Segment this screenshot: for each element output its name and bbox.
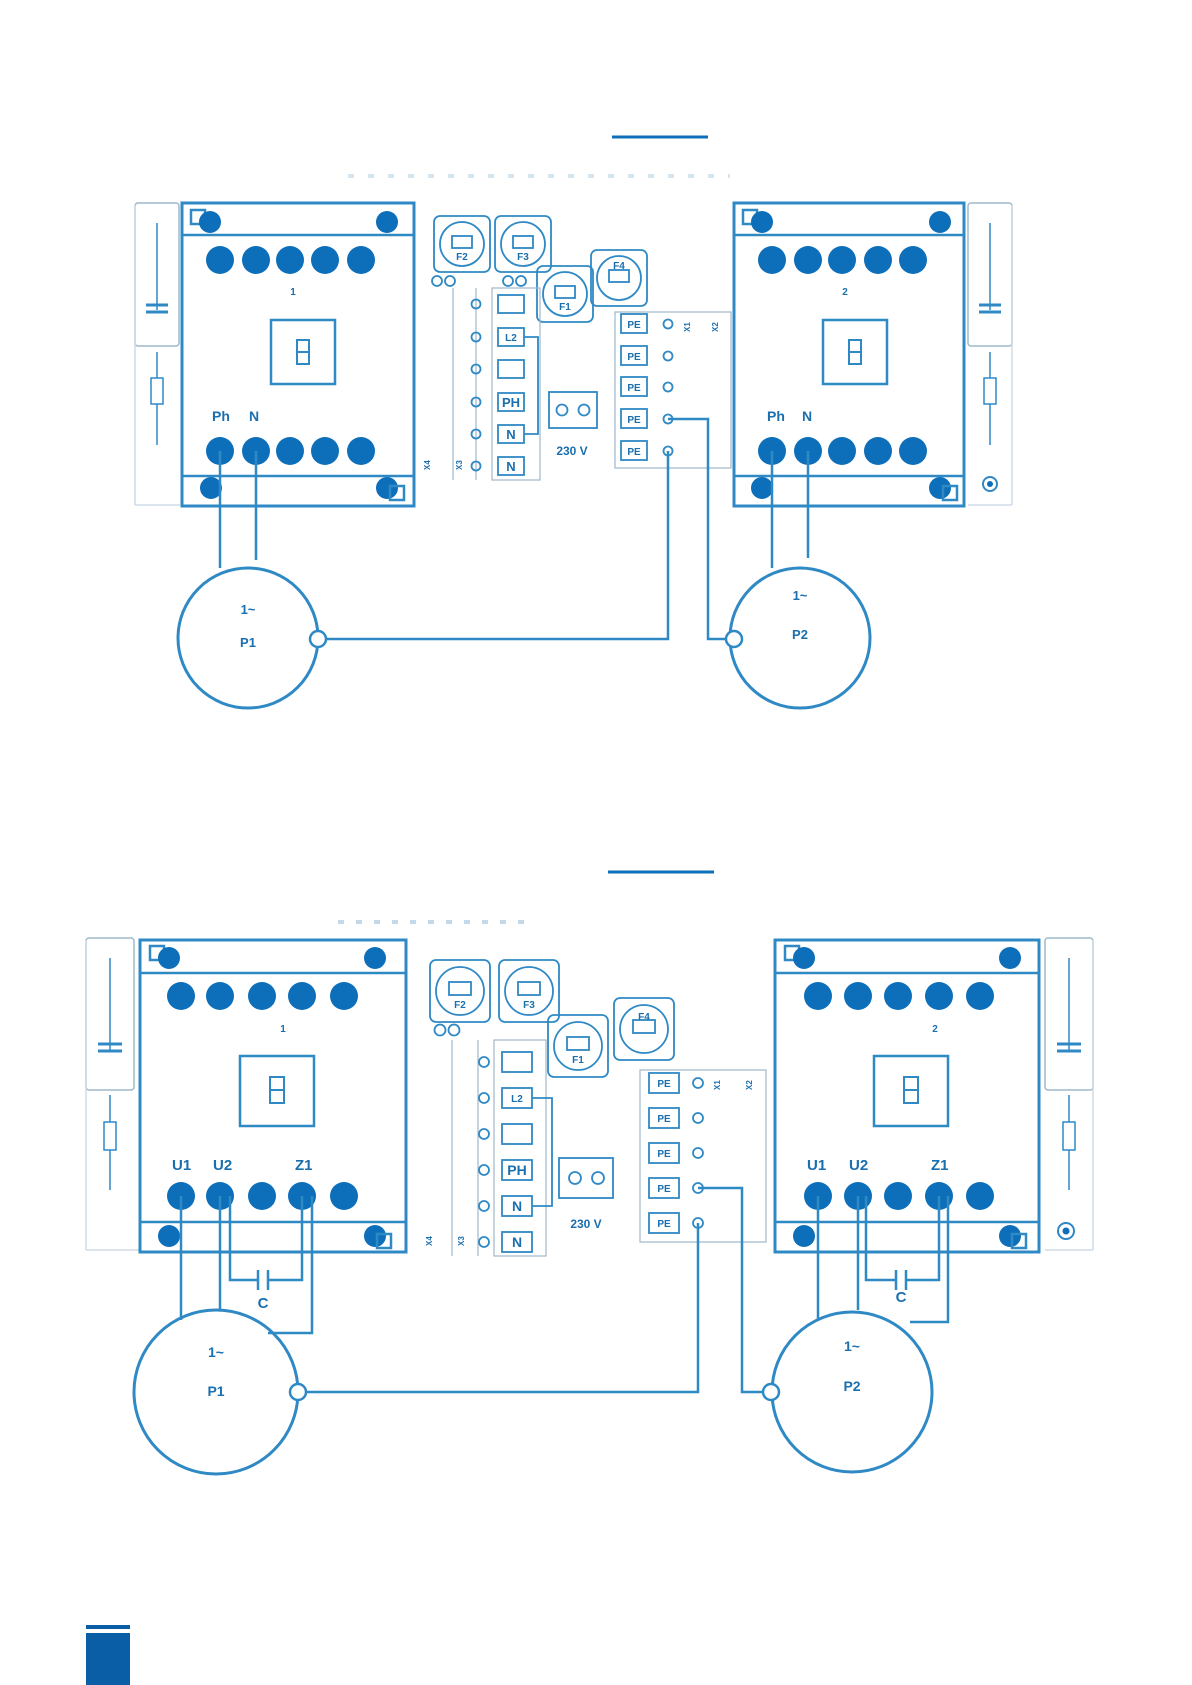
fuse-f4-label: F4 — [613, 261, 625, 272]
module-2-label: 2 — [842, 287, 848, 298]
terminal-x3-6: N — [506, 459, 515, 474]
module-2-terminal-u1: U1 — [807, 1157, 826, 1174]
right-component-strip — [968, 203, 1012, 505]
fuse-f4-label-b: F4 — [638, 1012, 650, 1023]
module-1-terminal-u2: U2 — [213, 1157, 232, 1174]
pump-p2-phase-b: 1~ — [844, 1338, 860, 1354]
pump-p1-phase: 1~ — [241, 602, 256, 617]
terminal-x4-side-label-b: X4 — [425, 1236, 434, 1246]
pe-terminal-3: PE — [627, 383, 641, 394]
fuse-f2-label: F2 — [456, 252, 468, 263]
pe-terminal-5: PE — [627, 447, 641, 458]
left-component-strip-2 — [86, 938, 140, 1250]
fuse-f3-label: F3 — [517, 252, 529, 263]
pump-p1-phase-b: 1~ — [208, 1344, 224, 1360]
module-1-terminal-u1: U1 — [172, 1157, 191, 1174]
pump-p1-name: P1 — [240, 635, 256, 650]
terminal-x3-5: N — [506, 427, 515, 442]
fuse-f1-label-b: F1 — [572, 1055, 584, 1066]
module-2-terminal-ph: Ph — [767, 408, 785, 424]
terminal-x1-side-label-b: X1 — [713, 1080, 722, 1090]
pe-terminal-5-b: PE — [657, 1219, 671, 1230]
terminal-x2-side-label-b: X2 — [745, 1080, 754, 1090]
wire-cap-left-p2 — [866, 1196, 896, 1280]
pump-p1-earth-terminal — [310, 631, 326, 647]
left-component-strip — [135, 203, 180, 505]
wire-pe-p2-b — [698, 1188, 771, 1392]
pump-p2-earth-terminal — [726, 631, 742, 647]
wire-z1-p1 — [268, 1196, 312, 1333]
supply-socket-230v-b — [559, 1158, 613, 1198]
terminal-x3-5-b: N — [512, 1198, 522, 1214]
pump-p2-name: P2 — [792, 627, 808, 642]
terminal-x3-4-b: PH — [507, 1162, 526, 1178]
terminal-block-x3 — [453, 288, 540, 480]
right-component-strip-2 — [1045, 938, 1093, 1250]
terminal-x4-side-label: X4 — [423, 460, 432, 470]
module-1-label: 1 — [290, 287, 296, 298]
wire-z1-p2 — [910, 1196, 948, 1322]
supply-label-b: 230 V — [570, 1217, 601, 1231]
module-2-label-b: 2 — [932, 1024, 938, 1035]
module-2-terminal-u2: U2 — [849, 1157, 868, 1174]
supply-label: 230 V — [556, 444, 587, 458]
terminal-x3-6-b: N — [512, 1234, 522, 1250]
fuse-f2-label-b: F2 — [454, 1000, 466, 1011]
pump-p2-phase: 1~ — [793, 588, 808, 603]
terminal-x3-2-b: L2 — [511, 1094, 523, 1105]
pump-p2-name-b: P2 — [843, 1378, 860, 1394]
module-1-label-b: 1 — [280, 1024, 286, 1035]
module-2 — [734, 203, 964, 506]
capacitor-p1-label: C — [258, 1295, 269, 1312]
wire-cap-left-p1 — [230, 1196, 258, 1280]
pump-p1-name-b: P1 — [207, 1383, 224, 1399]
pe-terminal-2: PE — [627, 352, 641, 363]
terminal-x3-side-label: X3 — [455, 460, 464, 470]
page-tab — [86, 1633, 130, 1685]
page-tab-bar — [86, 1625, 130, 1629]
pe-terminal-1: PE — [627, 320, 641, 331]
supply-socket-230v — [549, 392, 597, 428]
terminal-x3-4: PH — [502, 395, 520, 410]
wire-pe-p1-b — [298, 1223, 698, 1392]
pe-terminal-2-b: PE — [657, 1114, 671, 1125]
module-2-terminal-n: N — [802, 408, 812, 424]
terminal-x2-side-label: X2 — [711, 322, 720, 332]
wire-pe-p1 — [318, 451, 668, 639]
wire-pe-p2 — [668, 419, 734, 639]
pe-terminal-3-b: PE — [657, 1149, 671, 1160]
diagram-1 — [135, 137, 1012, 708]
terminal-x1-side-label: X1 — [683, 322, 692, 332]
module-1-terminal-ph: Ph — [212, 408, 230, 424]
module-1-terminal-z1: Z1 — [295, 1157, 313, 1174]
terminal-block-x3-b — [452, 1040, 552, 1256]
capacitor-p2-label: C — [896, 1289, 907, 1306]
pump-p2-earth-terminal-b — [763, 1384, 779, 1400]
fuse-f1-label: F1 — [559, 302, 571, 313]
pe-terminal-1-b: PE — [657, 1079, 671, 1090]
pe-terminal-4-b: PE — [657, 1184, 671, 1195]
module-2-b — [775, 940, 1039, 1252]
terminal-x3-side-label-b: X3 — [457, 1236, 466, 1246]
module-1-terminal-n: N — [249, 408, 259, 424]
terminal-x3-2: L2 — [505, 333, 517, 344]
module-2-terminal-z1: Z1 — [931, 1157, 949, 1174]
pe-terminal-4: PE — [627, 415, 641, 426]
fuse-f3-label-b: F3 — [523, 1000, 535, 1011]
pump-p1-earth-terminal-b — [290, 1384, 306, 1400]
module-1 — [182, 203, 414, 506]
